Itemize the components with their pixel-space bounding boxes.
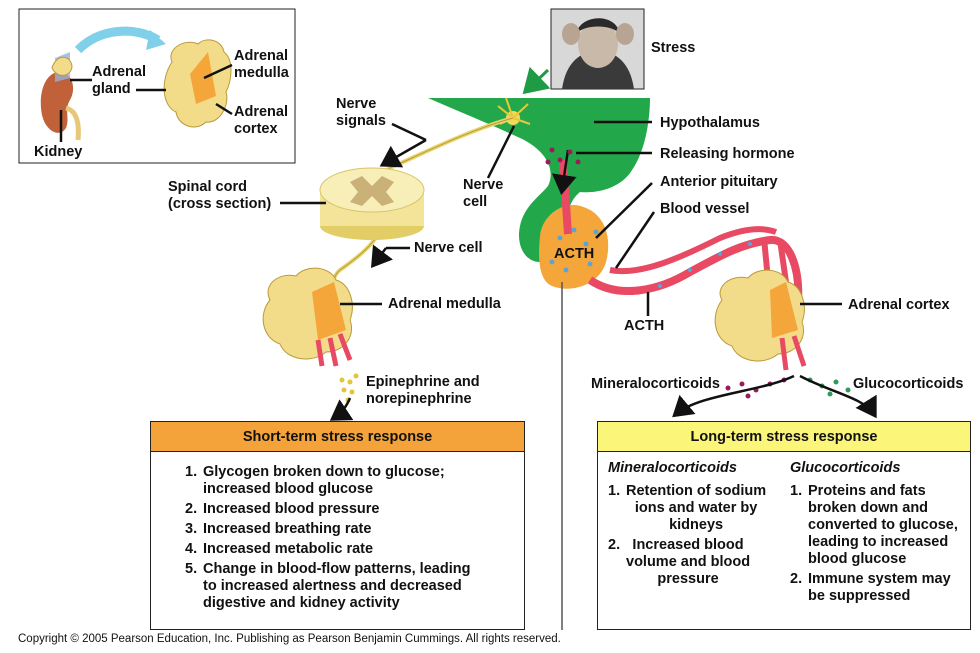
mineralocorticoids-heading: Mineralocorticoids <box>608 460 737 476</box>
label-adrenal-medulla: Adrenal medulla <box>388 296 501 312</box>
item-number: 2. <box>608 537 621 553</box>
list-item: 3. Increased breathing rate <box>185 521 515 538</box>
item-text: Increased blood volume and blood pressur… <box>626 537 751 587</box>
acth-dots <box>549 227 752 288</box>
label-spinal-cord: Spinal cord (cross section) <box>168 179 272 212</box>
item-number: 2. <box>185 501 198 517</box>
item-number: 1. <box>185 464 198 480</box>
label-blood-vessel: Blood vessel <box>660 201 750 217</box>
label-acth-gland: ACTH <box>554 246 595 262</box>
label-adrenal-cortex: Adrenal cortex <box>848 297 950 313</box>
list-item: 1. Retention of sodium ions and water by … <box>608 483 778 534</box>
spinal-cord-illustration <box>319 167 425 240</box>
label-hypothalamus: Hypothalamus <box>660 115 760 131</box>
item-number: 2. <box>790 571 803 587</box>
mineralocorticoids-list: 1. Retention of sodium ions and water by … <box>608 483 778 588</box>
copyright-notice: Copyright © 2005 Pearson Education, Inc.… <box>18 633 561 645</box>
list-item: 2. Immune system may be suppressed <box>790 571 966 605</box>
list-item: 1. Glycogen broken down to glucose; incre… <box>185 464 515 498</box>
long-term-box: Long-term stress response Mineralocortic… <box>597 421 971 630</box>
long-term-title: Long-term stress response <box>598 422 970 452</box>
label-stress: Stress <box>651 40 696 56</box>
anterior-pituitary-shape <box>539 204 609 289</box>
item-text: Change in blood-flow patterns, leading t… <box>203 561 471 611</box>
label-nerve-signals: Nerve signals <box>336 96 386 129</box>
item-number: 5. <box>185 561 198 577</box>
label-glucocorticoids: Glucocorticoids <box>853 376 964 392</box>
blood-vessel <box>587 236 803 301</box>
short-term-box: Short-term stress response 1. Glycogen br… <box>150 421 525 630</box>
label-releasing-hormone: Releasing hormone <box>660 146 795 162</box>
item-number: 3. <box>185 521 198 537</box>
label-epinephrine: Epinephrine and norepinephrine <box>366 374 480 407</box>
item-number: 1. <box>608 483 621 499</box>
short-term-list: 1. Glycogen broken down to glucose; incre… <box>185 464 515 612</box>
item-number: 4. <box>185 541 198 557</box>
list-item: 2. Increased blood volume and blood press… <box>608 537 778 588</box>
label-mineralocorticoids: Mineralocorticoids <box>591 376 720 392</box>
releasing-hormone-dots <box>545 147 581 165</box>
kidney-illustration <box>40 52 81 141</box>
label-acth-vessel: ACTH <box>624 318 665 334</box>
item-number: 1. <box>790 483 803 499</box>
label-nerve-cell: Nerve cell <box>414 240 483 256</box>
list-item: 4. Increased metabolic rate <box>185 541 515 558</box>
adrenal-gland-medulla <box>262 267 353 367</box>
label-adrenal-gland: Adrenal gland <box>92 64 146 97</box>
list-item: 1. Proteins and fats broken down and conv… <box>790 483 966 568</box>
label-inset-adrenal-medulla: Adrenal medulla <box>234 48 289 81</box>
item-text: Retention of sodium ions and water by ki… <box>626 483 767 533</box>
label-nerve-cell-top: Nerve cell <box>463 177 504 210</box>
label-anterior-pituitary: Anterior pituitary <box>660 174 778 190</box>
adrenal-gland-cortex <box>714 269 807 371</box>
hypothalamus-shape <box>428 98 650 262</box>
item-text: Immune system may be suppressed <box>808 571 951 604</box>
item-text: Proteins and fats broken down and conver… <box>808 483 958 567</box>
label-inset-adrenal-cortex: Adrenal cortex <box>234 104 288 137</box>
list-item: 5. Change in blood-flow patterns, leading… <box>185 561 515 612</box>
item-text: Increased blood pressure <box>203 501 380 517</box>
list-item: 2. Increased blood pressure <box>185 501 515 518</box>
label-kidney: Kidney <box>34 144 83 160</box>
item-text: Glycogen broken down to glucose; increas… <box>203 464 445 497</box>
item-text: Increased breathing rate <box>203 521 372 537</box>
short-term-title: Short-term stress response <box>151 422 524 452</box>
glucocorticoids-list: 1. Proteins and fats broken down and conv… <box>790 483 966 605</box>
item-text: Increased metabolic rate <box>203 541 374 557</box>
inset-adrenal-gland <box>163 39 232 128</box>
glucocorticoids-heading: Glucocorticoids <box>790 460 901 476</box>
stress-photo <box>550 8 645 90</box>
